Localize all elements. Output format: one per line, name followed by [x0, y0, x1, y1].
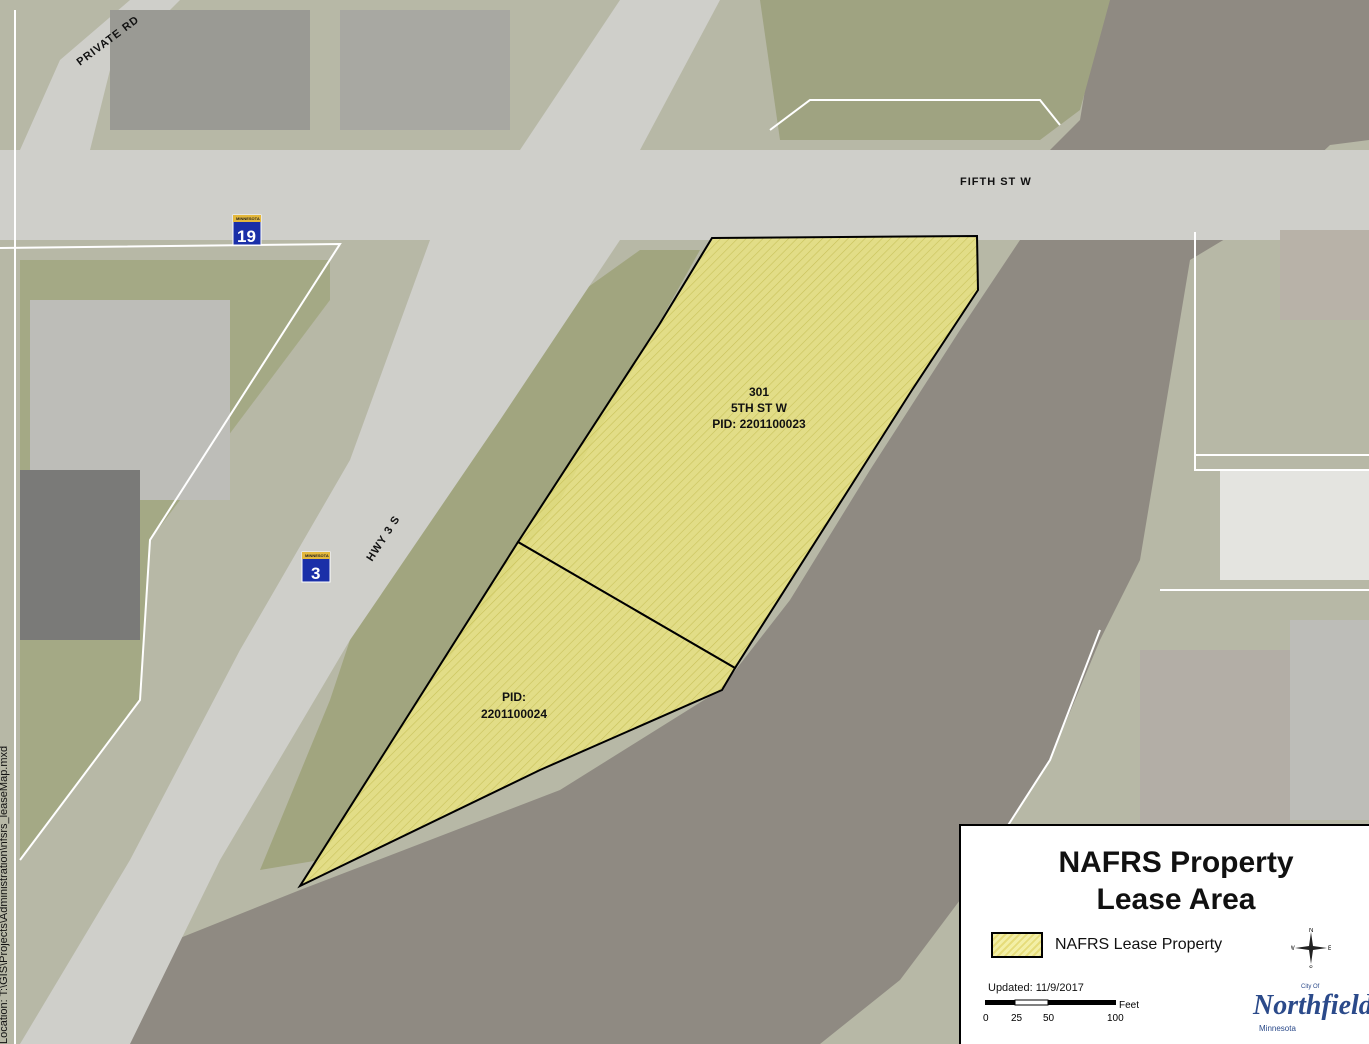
street-label-fifth-st-w: FIFTH ST W — [960, 176, 1032, 188]
hwy-3-shield: MINNESOTA 3 — [301, 551, 331, 583]
building-right-1 — [1280, 230, 1369, 320]
hwy-3-road — [20, 240, 620, 1044]
parcel-2201100023[interactable] — [516, 234, 980, 670]
svg-text:Feet: Feet — [1119, 1000, 1139, 1011]
parcel-boundaries — [0, 10, 1369, 1044]
grass-center — [260, 250, 700, 870]
legend-panel: NAFRS Property Lease Area NAFRS Lease Pr… — [959, 824, 1369, 1044]
building-right-3 — [1140, 650, 1290, 830]
scale-bar: Feet 0 25 50 100 — [983, 999, 1139, 1024]
hwy-3-north — [520, 0, 720, 150]
updated-date: Updated: 11/9/2017 — [988, 982, 1084, 994]
svg-text:S: S — [1309, 966, 1313, 968]
svg-text:301: 301 — [749, 385, 769, 399]
building-top-center — [340, 10, 510, 130]
northfield-logo: City Of Northfield Minnesota — [1253, 984, 1369, 1033]
fifth-st-road — [0, 150, 1369, 240]
legend-title: NAFRS Property Lease Area — [1058, 846, 1294, 916]
river — [100, 0, 1369, 1044]
file-location-text: Location: T:\GIS\Projects\Administration… — [0, 745, 10, 1044]
svg-text:100: 100 — [1107, 1013, 1124, 1024]
parking-right — [1290, 620, 1369, 820]
svg-text:W: W — [1291, 946, 1295, 952]
svg-text:PID: 2201100023: PID: 2201100023 — [712, 417, 806, 431]
svg-text:50: 50 — [1043, 1013, 1055, 1024]
svg-text:25: 25 — [1011, 1013, 1023, 1024]
parcel-label-2201100024: PID: 2201100024 — [481, 690, 547, 721]
svg-text:MINNESOTA: MINNESOTA — [305, 553, 329, 558]
svg-text:PID:: PID: — [502, 690, 526, 704]
building-top-left — [110, 10, 310, 130]
building-right-2 — [1220, 470, 1369, 580]
svg-text:0: 0 — [983, 1013, 989, 1024]
svg-text:MINNESOTA: MINNESOTA — [236, 216, 260, 221]
svg-text:5TH ST W: 5TH ST W — [731, 401, 788, 415]
parcel-2201100024[interactable] — [297, 540, 737, 889]
parcel-label-2201100023: 301 5TH ST W PID: 2201100023 — [712, 385, 806, 431]
svg-text:N: N — [1309, 928, 1313, 934]
lease-property-swatch — [991, 932, 1043, 958]
building-left — [20, 470, 140, 640]
compass-icon: N S W E — [1291, 928, 1331, 968]
legend-item-label: NAFRS Lease Property — [1055, 936, 1223, 953]
grass-top-right — [760, 0, 1110, 140]
svg-text:3: 3 — [311, 564, 320, 583]
svg-text:2201100024: 2201100024 — [481, 707, 547, 721]
svg-text:E: E — [1328, 946, 1331, 952]
svg-text:19: 19 — [237, 227, 256, 246]
hwy-19-shield: MINNESOTA 19 — [232, 214, 262, 246]
